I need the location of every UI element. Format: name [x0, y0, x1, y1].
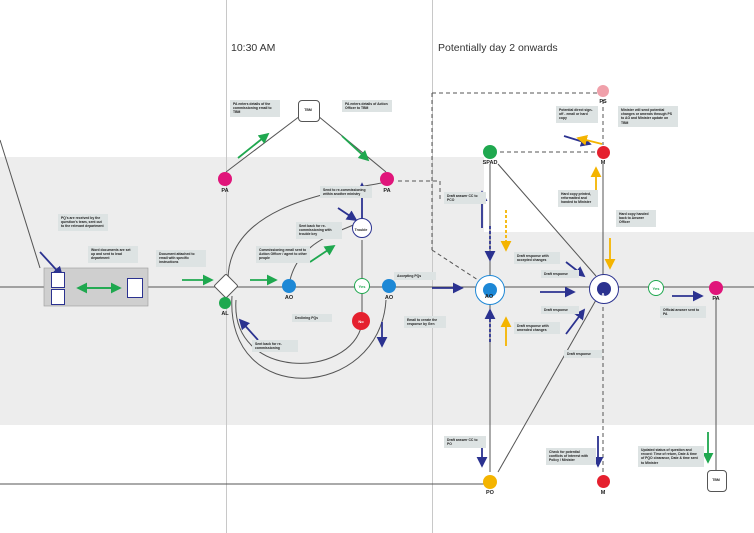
note-16: Draft response [541, 306, 579, 315]
node-al-badge [219, 297, 231, 309]
label-pa-3: PA [712, 296, 720, 302]
label-m-2: M [600, 490, 606, 496]
node-ao-1[interactable] [282, 279, 296, 293]
header-day2: Potentially day 2 onwards [438, 42, 558, 54]
note-23: Official answer sent to PA [660, 306, 706, 319]
node-pa-1[interactable] [218, 172, 232, 186]
note-1: PQ's are received by the question's team… [58, 214, 108, 231]
document-icon-1 [51, 272, 65, 288]
note-3: Document attached to email with specific… [156, 250, 206, 267]
note-14: Draft response with accepted changes [514, 252, 560, 265]
label-ao-3: AO [484, 294, 494, 300]
tbm-database-icon-2[interactable] [707, 470, 727, 492]
node-trouble[interactable] [352, 218, 372, 238]
note-13: Draft answer CC to PCO [444, 192, 486, 205]
label-no: No [358, 318, 364, 324]
node-spad[interactable] [483, 145, 497, 159]
node-m-1[interactable] [597, 146, 610, 159]
label-al: AL [221, 311, 229, 317]
node-ao-3-inner [483, 283, 497, 297]
note-6: Send to re-commissioning within another … [320, 186, 372, 199]
note-11: Sent back for re-commissioning [252, 340, 298, 353]
label-tbm: TBM [304, 108, 312, 112]
note-18: Draft response [564, 350, 602, 359]
note-24: Draft answer CC to PO [444, 436, 486, 449]
label-spad: SPAD [482, 160, 498, 166]
document-icon-3 [127, 278, 143, 298]
note-20: Minister will send potential changes or … [618, 106, 678, 127]
note-15: Draft response [541, 270, 579, 279]
tbm-database-icon[interactable] [298, 100, 320, 122]
node-pa-2[interactable] [380, 172, 394, 186]
node-yes-1[interactable]: Yes [354, 278, 370, 294]
note-4: PA enters details of the commissioning e… [230, 100, 280, 117]
header-time: 10:30 AM [231, 42, 276, 54]
label-a: A [601, 293, 605, 299]
note-21: Hard copy printed, reformatted and hande… [558, 190, 598, 207]
note-17: Draft response with amended changes [514, 322, 560, 335]
column-divider-1 [226, 0, 227, 533]
node-a[interactable] [589, 274, 619, 304]
note-19: Potential direct sign-off - email or har… [556, 106, 598, 123]
label-ps: PS [599, 99, 607, 105]
label-po: PO [486, 490, 494, 496]
note-7: Sent back for re-commissioning with trou… [296, 222, 342, 239]
note-10: Declining PQs [292, 314, 332, 323]
node-m-2[interactable] [597, 475, 610, 488]
document-icon-2 [51, 289, 65, 305]
label-trouble: Trouble [354, 228, 368, 232]
label-tbm-2: TBM [712, 478, 720, 482]
note-22: Hard copy handed back to Answer Officer [616, 210, 656, 227]
note-9: Accepting PQs [394, 272, 436, 281]
label-pa-2: PA [383, 188, 391, 194]
node-po[interactable] [483, 475, 497, 489]
note-5: PA enters details of Action Officer to T… [342, 100, 392, 113]
column-divider-2 [432, 0, 433, 533]
node-ao-3[interactable] [475, 275, 505, 305]
label-pa-1: PA [221, 188, 229, 194]
label-ao-1: AO [284, 295, 294, 301]
node-yes-2[interactable]: Yes [648, 280, 664, 296]
label-yes-1: Yes [358, 283, 366, 289]
note-12: Email to create the response by Gen [404, 316, 446, 329]
node-no[interactable]: No [352, 312, 370, 330]
node-a-inner [597, 282, 611, 296]
label-yes-2: Yes [652, 285, 660, 291]
note-2: Word documents are set up and sent to le… [88, 246, 138, 263]
note-8: Commissioning email sent to Action Offic… [256, 246, 310, 263]
label-ao-2: AO [384, 295, 394, 301]
node-pa-3[interactable] [709, 281, 723, 295]
note-26: Updated status of question and record: T… [638, 446, 704, 467]
node-ao-2[interactable] [382, 279, 396, 293]
node-ps[interactable] [597, 85, 609, 97]
note-25: Check for potential conflicts of interes… [546, 448, 596, 465]
label-m-1: M [600, 160, 606, 166]
